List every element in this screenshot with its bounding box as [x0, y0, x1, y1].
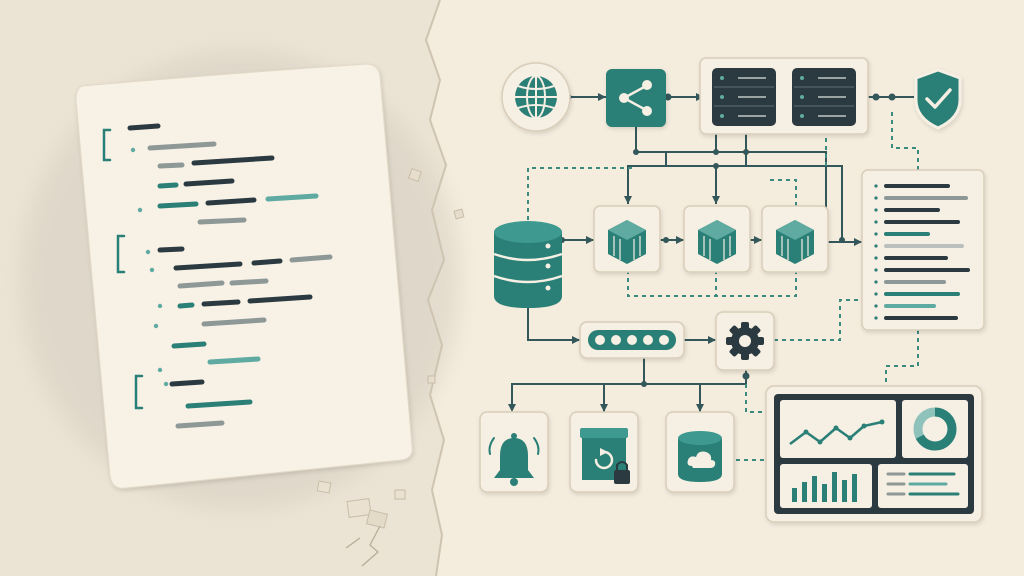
code-lines — [102, 123, 333, 429]
dashboard-icon — [765, 385, 983, 523]
code-document — [75, 63, 413, 489]
database-icon — [493, 221, 563, 308]
dashboard-list — [878, 464, 968, 508]
container-3 — [761, 205, 829, 273]
container-1 — [593, 205, 661, 273]
globe-icon — [501, 62, 571, 132]
message-queue-icon — [579, 321, 685, 359]
container-2 — [683, 205, 751, 273]
network-share-icon — [606, 69, 666, 127]
cloud-storage-icon — [665, 411, 735, 493]
dashboard-donut-chart — [902, 400, 968, 458]
shield-check-icon — [914, 68, 962, 130]
container-cube-icon — [593, 205, 829, 273]
solid-connectors — [511, 96, 914, 412]
server-unit-left — [712, 68, 776, 126]
server-unit-right — [792, 68, 856, 126]
gear-icon — [715, 311, 775, 371]
dashed-connectors — [527, 112, 919, 461]
backup-lock-icon — [569, 411, 639, 493]
log-lines-icon — [861, 169, 985, 331]
bell-icon — [479, 411, 549, 493]
server-rack-icon — [699, 57, 869, 135]
dashboard-line-chart — [780, 400, 896, 458]
dashboard-bar-chart — [780, 464, 872, 508]
connector-dots — [559, 93, 896, 387]
connector-arrows — [508, 93, 862, 412]
